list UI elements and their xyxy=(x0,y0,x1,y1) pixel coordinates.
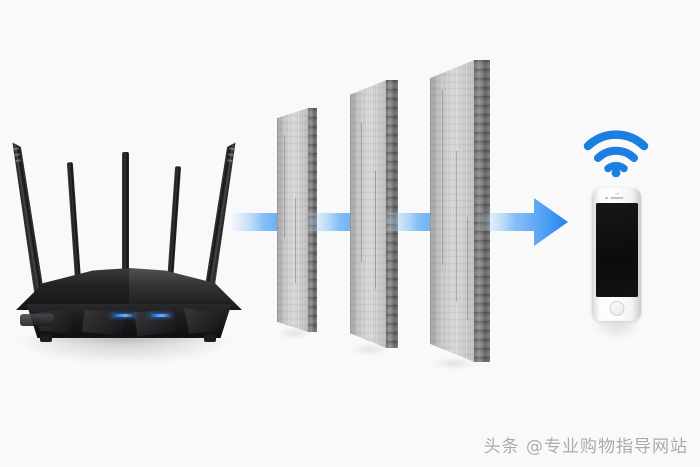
wall-crack xyxy=(467,217,469,320)
phone-reflection xyxy=(592,322,641,340)
home-button[interactable] xyxy=(609,301,624,316)
wall-face xyxy=(277,108,309,332)
router-side-port xyxy=(20,314,54,326)
wall-crack xyxy=(284,134,286,238)
wall-crack xyxy=(374,171,376,290)
router-led-indicator xyxy=(148,314,172,317)
router-foot xyxy=(204,334,216,342)
wall-crack xyxy=(360,122,362,263)
concrete-wall-2 xyxy=(350,80,398,354)
wall-face xyxy=(430,60,475,362)
watermark: 头条 @专业购物指导网站 xyxy=(483,437,688,457)
wall-crack xyxy=(456,150,458,302)
router-foot xyxy=(40,334,52,342)
wall-edge xyxy=(474,60,490,362)
smartphone[interactable] xyxy=(592,188,641,321)
router-reflection xyxy=(16,338,232,364)
proximity-sensor xyxy=(614,192,619,195)
wall-face xyxy=(350,80,387,348)
wireless-router xyxy=(14,118,244,342)
signal-arrow-4 xyxy=(482,196,568,248)
wall-shadow xyxy=(432,360,477,368)
router-antenna-3 xyxy=(122,152,129,294)
wall-shadow xyxy=(279,330,311,338)
router-shadow xyxy=(26,334,222,342)
front-camera-icon xyxy=(605,196,608,199)
router-antenna-1 xyxy=(10,141,44,293)
router-led-indicator xyxy=(110,314,136,317)
concrete-wall-3 xyxy=(430,60,490,368)
wifi-signal-icon xyxy=(582,129,650,177)
antenna-marking xyxy=(227,141,236,165)
earpiece-speaker xyxy=(610,196,623,199)
wall-crack xyxy=(295,197,297,283)
phone-screen[interactable] xyxy=(595,203,638,297)
wall-shadow xyxy=(352,346,389,354)
router-facet xyxy=(184,308,222,334)
antenna-marking xyxy=(13,141,22,165)
wall-crack xyxy=(442,90,443,266)
